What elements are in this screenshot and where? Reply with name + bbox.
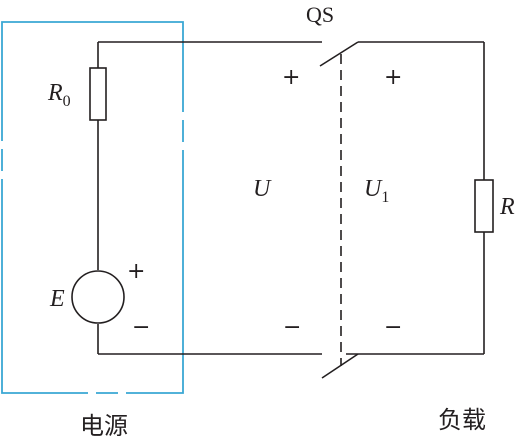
switch-blade-bottom <box>321 353 359 379</box>
voltage-u1-minus-sign: − <box>384 315 402 340</box>
power-source-caption: 电源 <box>80 412 128 440</box>
voltage-u-minus-sign: − <box>283 315 301 340</box>
internal-resistor <box>89 67 107 121</box>
emf-source-circle <box>71 270 125 324</box>
power-source-frame <box>1 21 184 394</box>
voltage-u1-label: U1 <box>364 176 389 206</box>
voltage-u-plus-sign: + <box>282 65 300 90</box>
switch-blade-top <box>319 41 359 67</box>
voltage-u-label: U <box>253 176 272 202</box>
voltage-u1-plus-sign: + <box>384 65 402 90</box>
emf-label: E <box>49 286 65 312</box>
emf-plus-sign: + <box>127 259 145 284</box>
load-caption: 负载 <box>438 406 486 434</box>
load-resistor-label: R <box>499 194 515 220</box>
emf-minus-sign: − <box>132 315 150 340</box>
load-resistor <box>474 179 494 233</box>
switch-label: QS <box>306 2 334 27</box>
internal-resistor-label: R0 <box>47 80 71 110</box>
